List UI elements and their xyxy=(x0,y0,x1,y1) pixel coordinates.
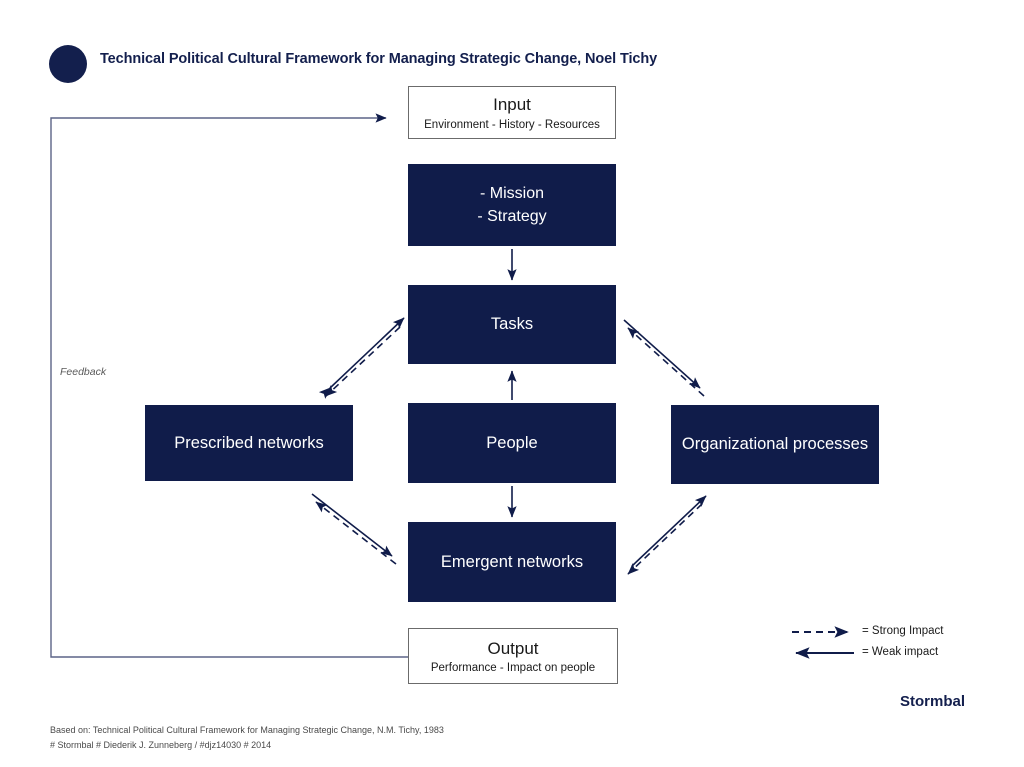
box-tasks[interactable]: Tasks xyxy=(408,285,616,364)
prescribed-emergent-weak-arrow xyxy=(311,493,393,557)
feedback-label: Feedback xyxy=(60,366,107,378)
box-tasks-title: Tasks xyxy=(490,315,534,334)
solid-arrow-left-icon xyxy=(795,647,854,659)
legend-label-strong: = Strong Impact xyxy=(862,625,944,637)
box-input[interactable]: Input Environment - History - Resources xyxy=(408,86,616,139)
box-input-title: Input xyxy=(493,95,531,115)
tasks-orgproc-strong-arrow xyxy=(627,327,705,397)
prescribed-emergent-strong-arrow xyxy=(315,501,397,565)
box-people[interactable]: People xyxy=(408,403,616,483)
legend-row-strong: = Strong Impact xyxy=(790,622,990,643)
box-input-subtitle: Environment - History - Resources xyxy=(424,118,600,131)
box-people-title: People xyxy=(486,433,538,452)
box-prescribed-networks[interactable]: Prescribed networks xyxy=(145,405,353,481)
box-organizational-processes[interactable]: Organizational processes xyxy=(671,405,879,484)
box-mission-strategy[interactable]: - Mission - Strategy xyxy=(408,164,616,246)
prescribed-tasks-weak-arrow xyxy=(318,317,405,399)
emergent-orgproc-strong-arrow xyxy=(627,503,703,575)
brand-name: Stormbal xyxy=(900,693,966,710)
footer: Based on: Technical Political Cultural F… xyxy=(50,723,444,753)
box-emergent-title: Emergent networks xyxy=(440,552,584,571)
legend: = Strong Impact = Weak impact xyxy=(790,622,990,664)
box-output-title: Output xyxy=(487,638,539,658)
tasks-orgproc-weak-arrow xyxy=(623,319,701,389)
box-orgproc-title: Organizational processes xyxy=(681,435,869,454)
filled-circle-icon xyxy=(49,45,87,83)
dashed-arrow-right-icon xyxy=(792,626,849,638)
footer-line-2: # Stormbal # Diederik J. Zunneberg / #dj… xyxy=(50,739,272,750)
box-output[interactable]: Output Performance - Impact on people xyxy=(408,628,618,684)
box-mission-line2: - Strategy xyxy=(477,208,547,225)
box-output-subtitle: Performance - Impact on people xyxy=(430,662,596,675)
box-emergent-networks[interactable]: Emergent networks xyxy=(408,522,616,602)
legend-row-weak: = Weak impact xyxy=(790,643,990,664)
box-prescribed-title: Prescribed networks xyxy=(174,433,324,452)
page-title: Technical Political Cultural Framework f… xyxy=(100,51,658,67)
feedback-loop-arrow xyxy=(50,113,408,658)
legend-label-weak: = Weak impact xyxy=(862,646,939,658)
footer-line-1: Based on: Technical Political Cultural F… xyxy=(50,725,444,735)
emergent-orgproc-weak-arrow xyxy=(631,495,707,567)
prescribed-tasks-strong-arrow xyxy=(325,326,401,397)
box-mission-line1: - Mission xyxy=(479,184,544,202)
